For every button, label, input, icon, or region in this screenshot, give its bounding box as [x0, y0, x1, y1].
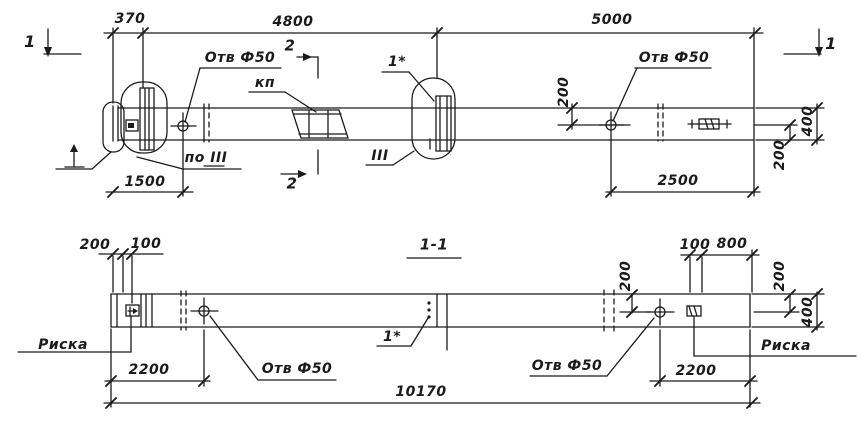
section-dim-2200-left: 2200: [128, 362, 170, 378]
section-title: 1-1: [419, 235, 449, 254]
section-riska-left-label: Риска: [38, 337, 88, 353]
section-riska-right-label: Риска: [761, 338, 811, 354]
plan-dim-200-end-label: 200: [772, 139, 788, 171]
section-dim-100-topright: 100: [679, 237, 711, 253]
plan-view-linework: [43, 27, 825, 198]
plan-dim-370-label: 370: [114, 11, 146, 27]
plan-hole-label-left: Отв Ф50: [204, 50, 276, 66]
plan-detail-1star-label: 1*: [387, 54, 407, 70]
plan-hole-label-right: Отв Ф50: [638, 50, 710, 66]
plan-dim-400-end-label: 400: [800, 105, 816, 137]
section-hole-label-left: Отв Ф50: [261, 361, 333, 377]
section-dim-200-topleft: 200: [79, 237, 111, 253]
plan-dim-1500-label: 1500: [124, 174, 166, 190]
plan-dim-4800-label: 4800: [272, 14, 314, 30]
plan-po-iii-label: по III: [184, 150, 228, 166]
plan-section-mark-2-top: 2: [284, 36, 296, 55]
plan-section-mark-2-bottom: 2: [286, 174, 298, 193]
section-dim-2200-right: 2200: [675, 363, 717, 379]
section-dim-total-10170: 10170: [395, 384, 447, 400]
plan-dim-200-hole-label: 200: [556, 76, 572, 108]
section-hole-label-right: Отв Ф50: [531, 358, 603, 374]
section-view-linework: [17, 248, 857, 409]
section-dim-200-end: 200: [772, 260, 788, 292]
plan-dim-2500-label: 2500: [657, 173, 699, 189]
section-detail-1star-label: 1*: [382, 329, 402, 345]
plan-section-mark-1-left: 1: [24, 32, 36, 51]
plan-section-mark-1-right: 1: [825, 34, 837, 53]
plan-kp-label: кп: [254, 75, 276, 91]
section-dim-400-end: 400: [800, 296, 816, 328]
plan-dim-5000-label: 5000: [591, 12, 633, 28]
section-dim-200-mid: 200: [618, 260, 634, 292]
plan-iii-label: III: [371, 148, 389, 164]
section-dim-800-topright: 800: [716, 236, 748, 252]
section-dim-100-topleft: 100: [130, 236, 162, 252]
